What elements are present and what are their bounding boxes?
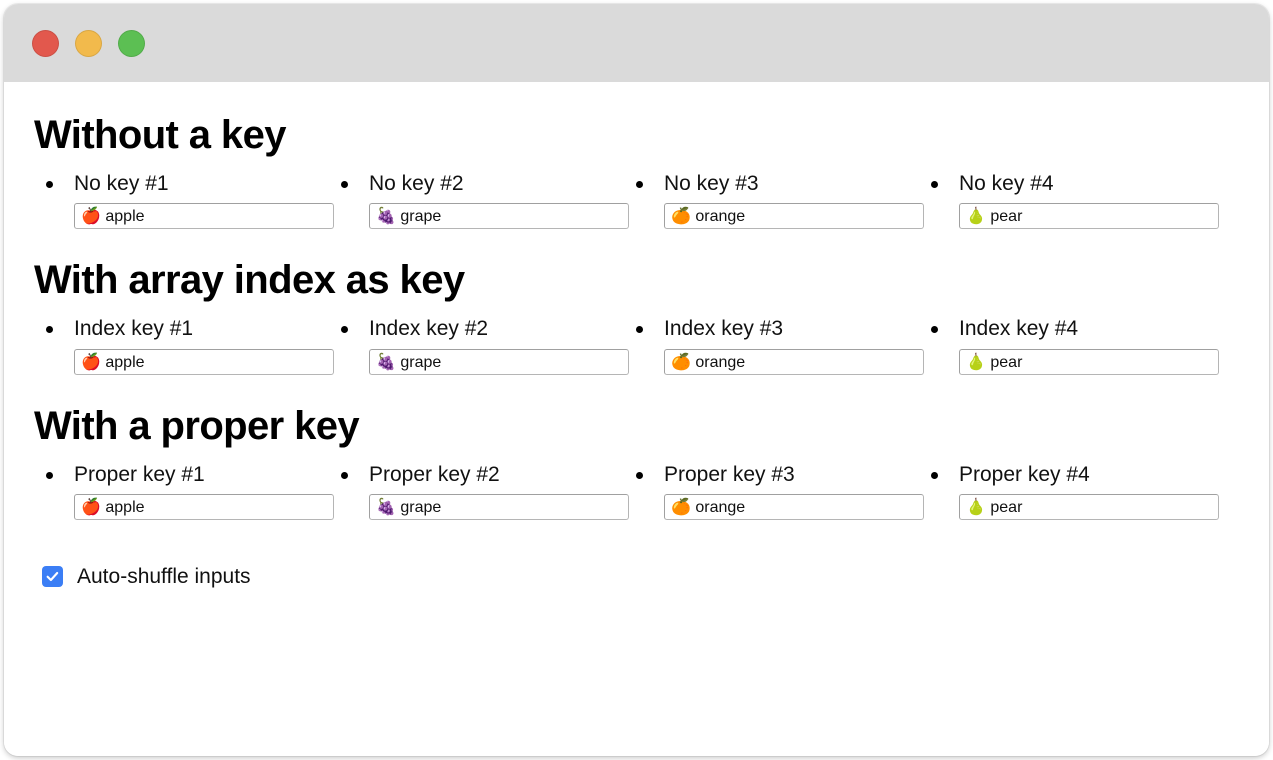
fruit-input[interactable] bbox=[369, 493, 629, 520]
fruit-list-index-key: Index key #1 Index key #2 Index key #3 I… bbox=[34, 309, 1239, 375]
list-item-label: Proper key #3 bbox=[664, 462, 795, 486]
checkmark-icon bbox=[46, 571, 59, 581]
bullet-icon bbox=[931, 181, 938, 188]
bullet-icon bbox=[931, 471, 938, 479]
list-item-label: Proper key #4 bbox=[959, 462, 1090, 486]
list-item-label: No key #1 bbox=[74, 172, 169, 195]
list-item: No key #3 bbox=[624, 164, 924, 230]
section-heading-proper-key: With a proper key bbox=[34, 403, 360, 448]
window-maximize-button[interactable] bbox=[118, 29, 145, 57]
window-titlebar bbox=[4, 4, 1269, 82]
fruit-input[interactable] bbox=[959, 493, 1219, 520]
list-item-label: No key #4 bbox=[959, 172, 1054, 195]
section-heading-without-key: Without a key bbox=[34, 113, 286, 157]
window-minimize-button[interactable] bbox=[75, 29, 102, 57]
bullet-icon bbox=[341, 181, 348, 188]
list-item: Index key #1 bbox=[34, 309, 334, 375]
bullet-icon bbox=[636, 326, 643, 334]
fruit-list-proper-key: Proper key #1 Proper key #2 Proper key #… bbox=[34, 455, 1239, 520]
fruit-input[interactable] bbox=[664, 348, 924, 375]
app-window: Without a key No key #1 No key #2 No key… bbox=[4, 4, 1269, 756]
list-item-label: Index key #4 bbox=[959, 317, 1079, 341]
fruit-input[interactable] bbox=[664, 493, 924, 520]
fruit-input[interactable] bbox=[369, 348, 629, 375]
list-item-label: No key #2 bbox=[369, 172, 464, 195]
bullet-icon bbox=[931, 326, 938, 334]
fruit-input[interactable] bbox=[74, 348, 334, 375]
bullet-icon bbox=[341, 326, 348, 334]
list-item: Index key #3 bbox=[624, 309, 924, 375]
fruit-input[interactable] bbox=[74, 203, 334, 230]
fruit-input[interactable] bbox=[959, 348, 1219, 375]
list-item-label: No key #3 bbox=[664, 172, 759, 195]
list-item: Proper key #3 bbox=[624, 455, 924, 520]
list-item: Index key #4 bbox=[919, 309, 1219, 375]
list-item: Proper key #2 bbox=[329, 455, 629, 520]
section-heading-index-key: With array index as key bbox=[34, 258, 465, 303]
list-item-label: Index key #1 bbox=[74, 317, 194, 341]
bullet-icon bbox=[46, 326, 53, 334]
fruit-input[interactable] bbox=[369, 203, 629, 230]
list-item-label: Proper key #1 bbox=[74, 462, 205, 486]
auto-shuffle-checkbox[interactable] bbox=[42, 565, 63, 587]
fruit-input[interactable] bbox=[74, 493, 334, 520]
fruit-input[interactable] bbox=[959, 203, 1219, 230]
list-item: Proper key #4 bbox=[919, 455, 1219, 520]
bullet-icon bbox=[636, 471, 643, 479]
list-item: No key #2 bbox=[329, 164, 629, 230]
bullet-icon bbox=[341, 471, 348, 479]
page-content: Without a key No key #1 No key #2 No key… bbox=[4, 82, 1269, 756]
fruit-list-without-key: No key #1 No key #2 No key #3 No key #4 bbox=[34, 164, 1239, 230]
bullet-icon bbox=[46, 181, 53, 188]
auto-shuffle-label: Auto-shuffle inputs bbox=[77, 564, 251, 588]
bullet-icon bbox=[46, 471, 53, 479]
window-close-button[interactable] bbox=[32, 29, 59, 57]
section-spacer bbox=[34, 375, 1239, 401]
list-item: Index key #2 bbox=[329, 309, 629, 375]
bullet-icon bbox=[636, 181, 643, 188]
list-item: No key #4 bbox=[919, 164, 1219, 230]
section-spacer bbox=[34, 229, 1239, 255]
list-item: No key #1 bbox=[34, 164, 334, 230]
list-item-label: Proper key #2 bbox=[369, 462, 500, 486]
list-item: Proper key #1 bbox=[34, 455, 334, 520]
list-item-label: Index key #2 bbox=[369, 317, 489, 341]
list-item-label: Index key #3 bbox=[664, 317, 784, 341]
auto-shuffle-row[interactable]: Auto-shuffle inputs bbox=[34, 564, 1239, 588]
fruit-input[interactable] bbox=[664, 203, 924, 230]
